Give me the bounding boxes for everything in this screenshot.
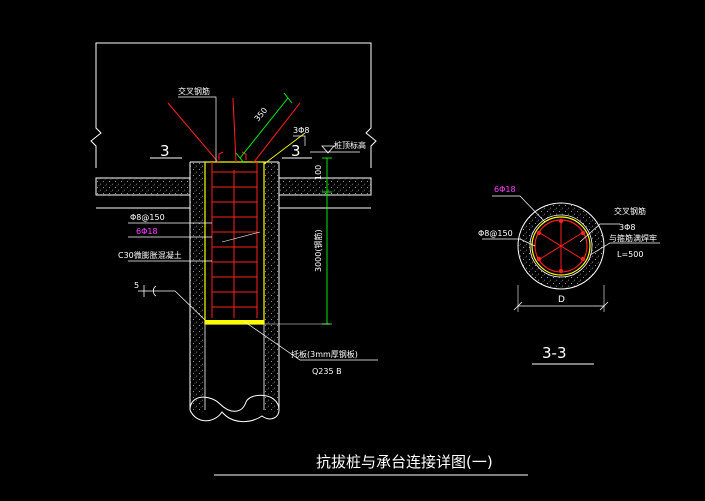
bottom-plate xyxy=(205,320,264,324)
label-pile-top: 桩顶标高 xyxy=(334,140,366,150)
section-label-3d8: 3Φ8 xyxy=(619,223,635,232)
label-cross-bar: 交叉钢筋 xyxy=(178,86,210,96)
elevation-view: 350 100 3000(钢筋) 桩顶标高 交叉钢筋 3 xyxy=(90,42,378,422)
dim-100: 100 xyxy=(314,165,323,180)
label-bottom-plate: 托板(3mm厚钢板) xyxy=(291,349,358,359)
section-cross-bars xyxy=(539,221,583,271)
section-leader-stirrup xyxy=(482,238,536,247)
section-label-cross-bar: 交叉钢筋 xyxy=(614,206,646,216)
section-leader-main-bar xyxy=(492,195,546,223)
section-title: 3-3 xyxy=(542,344,567,362)
bar-hook-right xyxy=(241,151,247,160)
dim-d-tick-left xyxy=(513,301,523,311)
label-stirrup: Φ8@150 xyxy=(130,213,165,222)
pile-wall-left xyxy=(190,162,205,412)
cap-slab-left xyxy=(95,177,191,196)
cap-outline xyxy=(90,42,377,168)
section-leader-cross xyxy=(579,223,620,243)
pile-wall-right xyxy=(264,162,279,412)
section-label-length: L=500 xyxy=(617,250,643,259)
label-weld: 5 xyxy=(134,281,139,290)
leader-plate xyxy=(244,321,378,361)
section-mark-left: 3 xyxy=(160,142,170,160)
weld-symbol xyxy=(138,285,157,297)
bar-hook-left xyxy=(218,151,224,160)
leader-cross-bar xyxy=(178,96,217,162)
leader-3d8 xyxy=(293,135,306,146)
pile-bottom-break xyxy=(189,394,280,412)
label-plate-material: Q235 B xyxy=(312,367,342,376)
cross-bar-right xyxy=(253,102,301,163)
pile-outer-circle xyxy=(517,202,605,290)
elev-mark-triangle xyxy=(321,145,335,154)
infill-circle xyxy=(531,216,591,276)
dim-350-line xyxy=(239,97,289,159)
leader-cage-diag xyxy=(221,231,261,243)
section-leader-weld xyxy=(589,242,660,256)
section-main-bars xyxy=(536,218,586,274)
dim-350: 350 xyxy=(253,106,270,123)
section-label-weld: 与箍筋满焊牢 xyxy=(609,233,657,243)
label-main-bar: 6Φ18 xyxy=(136,227,158,236)
section-label-stirrup: Φ8@150 xyxy=(478,229,513,238)
pile-inner-circle xyxy=(529,214,593,278)
dim-350-ext-b xyxy=(283,92,293,104)
section-view: 6Φ18 Φ8@150 交叉钢筋 3Φ8 与箍筋满焊牢 L=500 D 3-3 xyxy=(478,185,660,365)
pile-bottom-break-2 xyxy=(189,409,280,422)
dim-350-ext-a xyxy=(235,152,245,164)
section-label-d: D xyxy=(558,295,565,305)
cross-bar-mid xyxy=(232,97,237,163)
cross-bar-left xyxy=(167,102,219,163)
dim-d-tick-right xyxy=(599,301,609,311)
label-3d8: 3Φ8 xyxy=(293,126,309,135)
cross-bar-right-2 xyxy=(263,132,306,165)
dim-3000: 3000(钢筋) xyxy=(313,229,323,272)
section-mark-right: 3 xyxy=(291,142,301,160)
leader-weld xyxy=(150,290,206,321)
drawing-title: 抗拔桩与承台连接详图(一) xyxy=(316,453,493,471)
label-concrete: C30微膨胀混凝土 xyxy=(118,250,182,260)
reinforcement-cage xyxy=(211,162,258,318)
section-label-main-bar: 6Φ18 xyxy=(494,185,516,194)
